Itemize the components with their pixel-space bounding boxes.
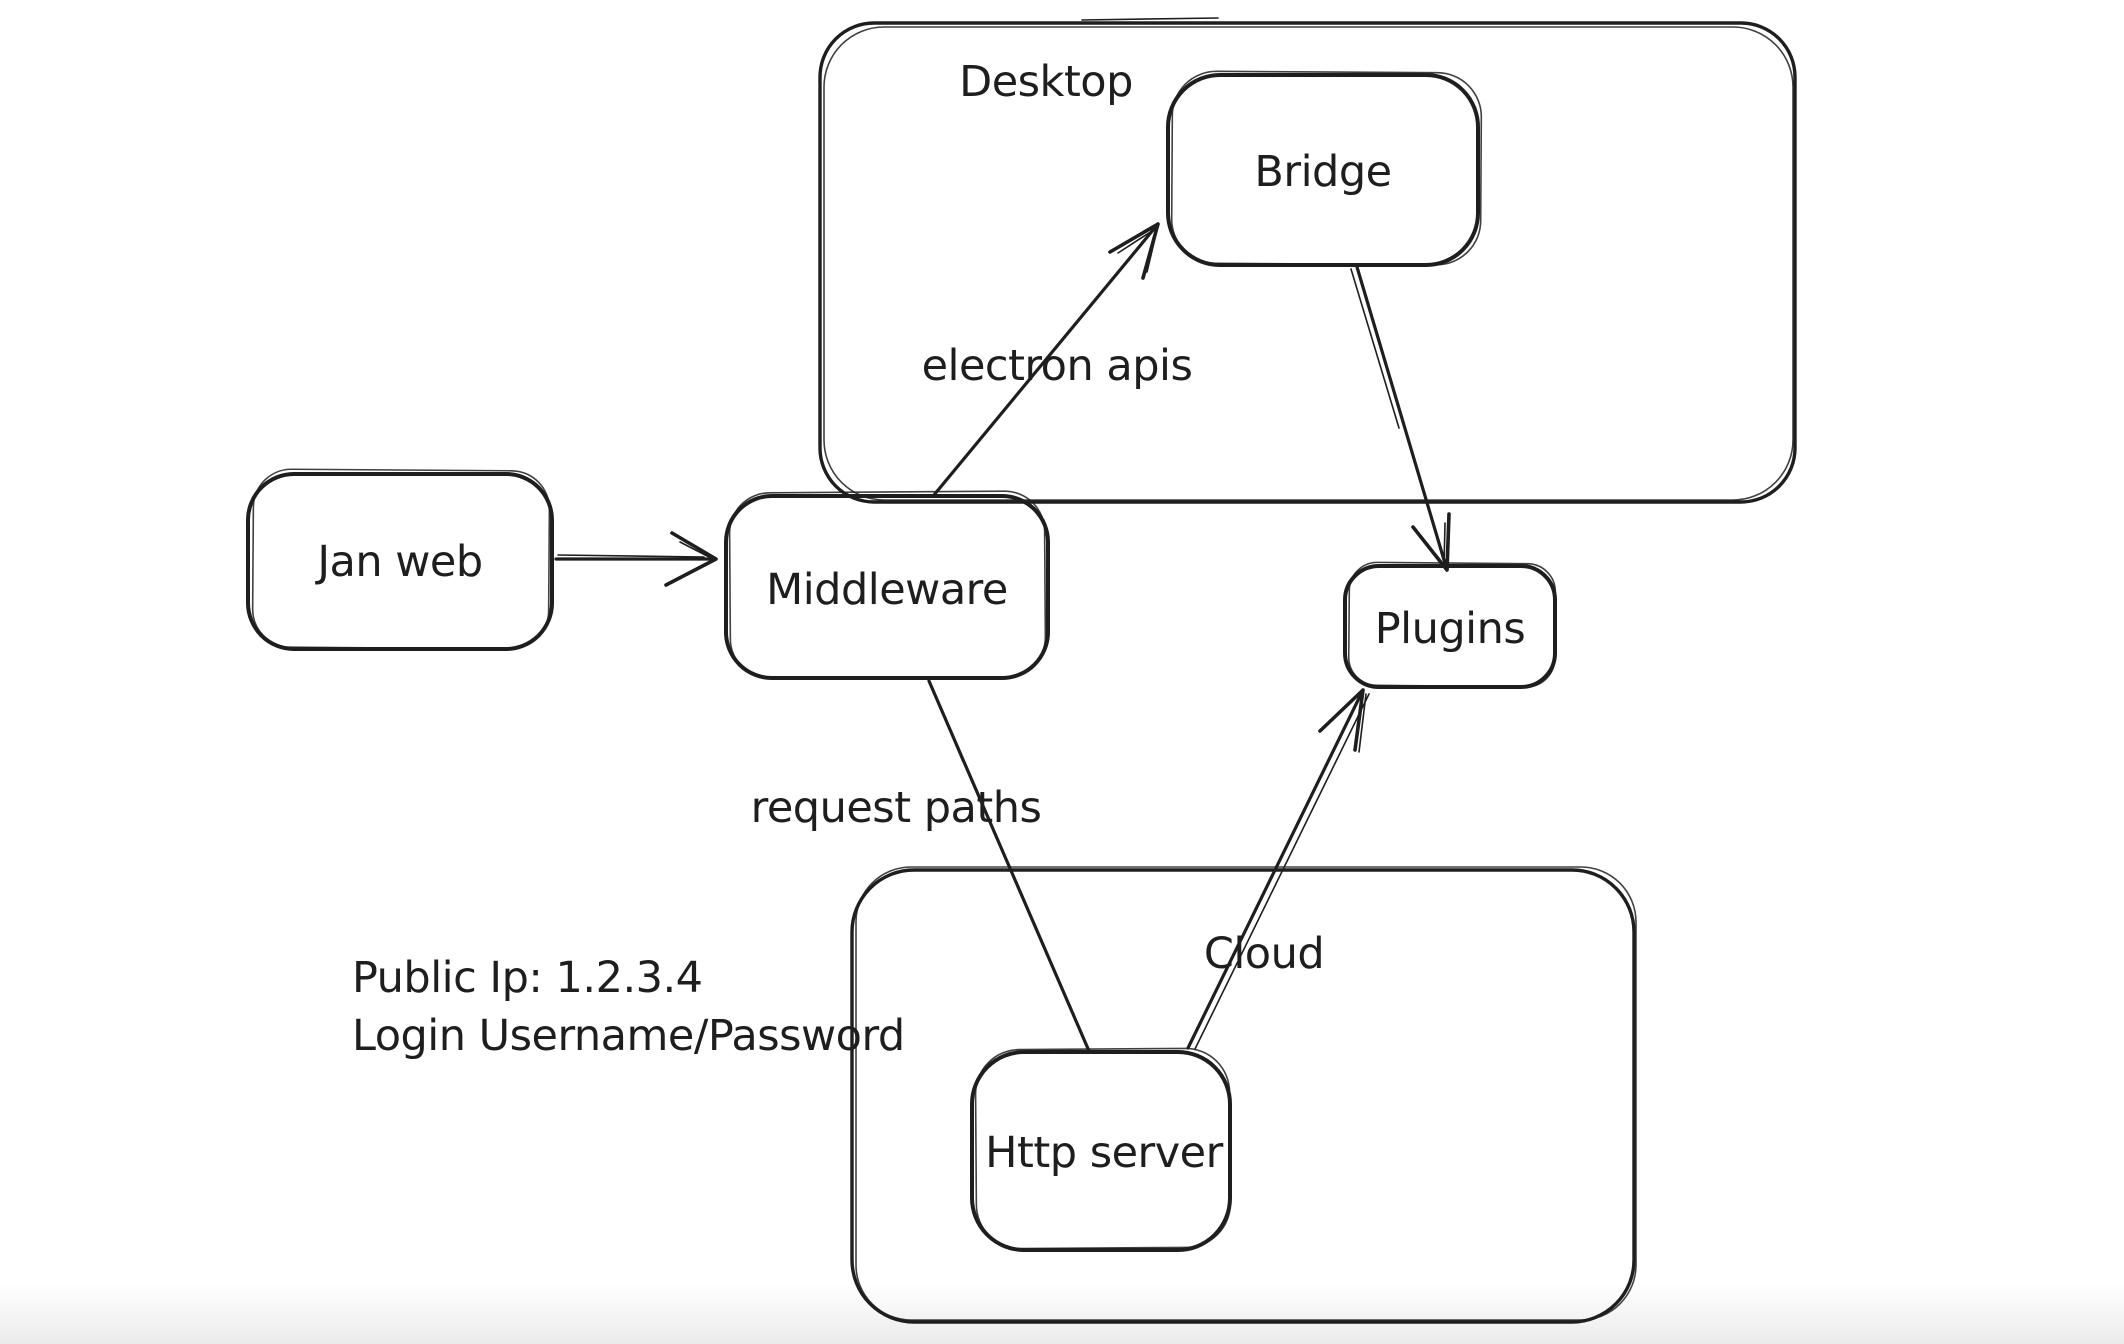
edge-line-sketch (931, 686, 964, 763)
node-bridge[interactable]: Bridge (1166, 70, 1483, 267)
edge-line-sketch (1350, 268, 1400, 429)
arrowhead-sketch (1358, 693, 1367, 753)
node-jan-web-label: Jan web (314, 537, 482, 587)
node-bridge-label: Bridge (1254, 147, 1391, 197)
container-cloud-label: Cloud (1204, 929, 1324, 979)
node-bridge-box (1166, 73, 1480, 267)
node-bridge-box-sketch (1170, 70, 1483, 266)
container-desktop[interactable]: Desktop (818, 17, 1797, 504)
edge-line-sketch (1194, 693, 1370, 1050)
container-cloud-box (850, 868, 1636, 1324)
edge-middleware-to-http-server[interactable]: request paths (751, 679, 1091, 1053)
node-plugins-label: Plugins (1375, 604, 1526, 654)
credentials-note[interactable]: Public Ip: 1.2.3.4 Login Username/Passwo… (352, 953, 905, 1061)
container-cloud[interactable]: Cloud (850, 866, 1637, 1324)
node-jan-web-box (246, 472, 554, 651)
node-http-server-box-sketch (974, 1047, 1232, 1250)
node-http-server-label: Http server (985, 1128, 1223, 1178)
node-middleware-box-sketch (728, 490, 1047, 680)
node-http-server[interactable]: Http server (970, 1047, 1232, 1252)
edge-line (932, 222, 1160, 497)
arrowhead-icon (664, 531, 718, 587)
node-plugins-box-sketch (1347, 561, 1557, 688)
container-desktop-box (818, 21, 1797, 504)
node-plugins[interactable]: Plugins (1343, 561, 1557, 689)
arrowhead-sketch (1117, 228, 1158, 273)
canvas-bottom-fade (0, 1284, 2124, 1344)
container-desktop-sketch-stroke (1081, 17, 1219, 21)
edge-jan-web-to-middleware[interactable] (554, 531, 718, 587)
credentials-line-2: Login Username/Password (352, 1011, 905, 1061)
container-desktop-box-sketch (823, 26, 1794, 501)
edge-http-server-to-plugins[interactable] (1186, 688, 1370, 1050)
node-jan-web-box-sketch (251, 468, 551, 650)
edge-line (1355, 265, 1449, 572)
arrowhead-sketch (679, 541, 714, 560)
node-middleware-label: Middleware (766, 565, 1008, 615)
edge-middleware-to-bridge[interactable]: electron apis (922, 222, 1193, 497)
arrowhead-icon (1108, 222, 1160, 280)
container-cloud-box-sketch (855, 866, 1637, 1321)
edge-bridge-to-plugins[interactable] (1350, 265, 1451, 572)
arrowhead-sketch (1443, 522, 1446, 567)
edge-label-request-paths: request paths (751, 783, 1042, 833)
arrowhead-icon (1318, 688, 1365, 752)
node-middleware[interactable]: Middleware (724, 490, 1050, 680)
container-desktop-label: Desktop (959, 57, 1133, 107)
credentials-line-1: Public Ip: 1.2.3.4 (352, 953, 703, 1003)
arrowhead-icon (1411, 512, 1451, 572)
edge-line (1186, 688, 1365, 1050)
edge-label-electron-apis: electron apis (922, 341, 1193, 391)
node-jan-web[interactable]: Jan web (246, 468, 554, 651)
edge-line-sketch (557, 554, 705, 558)
